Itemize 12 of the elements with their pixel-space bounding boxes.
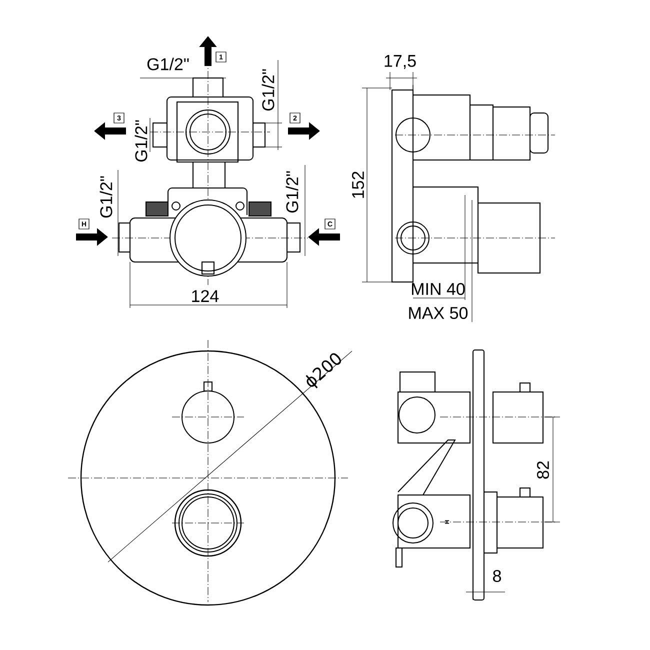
dimension-label: G1/2" — [262, 69, 274, 111]
dimension-label: MIN 40 — [412, 282, 465, 296]
dimension-label: G1/2" — [147, 58, 189, 70]
dimension-label: G1/2" — [100, 176, 112, 218]
dimension-label: G1/2" — [286, 171, 298, 213]
dimension-label: G1/2" — [134, 120, 148, 162]
dimension-label: 8 — [493, 570, 501, 582]
dimension-label: 152 — [352, 172, 364, 198]
dimension-label: 124 — [192, 290, 219, 302]
dimension-label: 82 — [537, 461, 550, 479]
dimension-label: 17,5 — [384, 55, 416, 69]
dimension-label: MAX 50 — [409, 306, 468, 320]
